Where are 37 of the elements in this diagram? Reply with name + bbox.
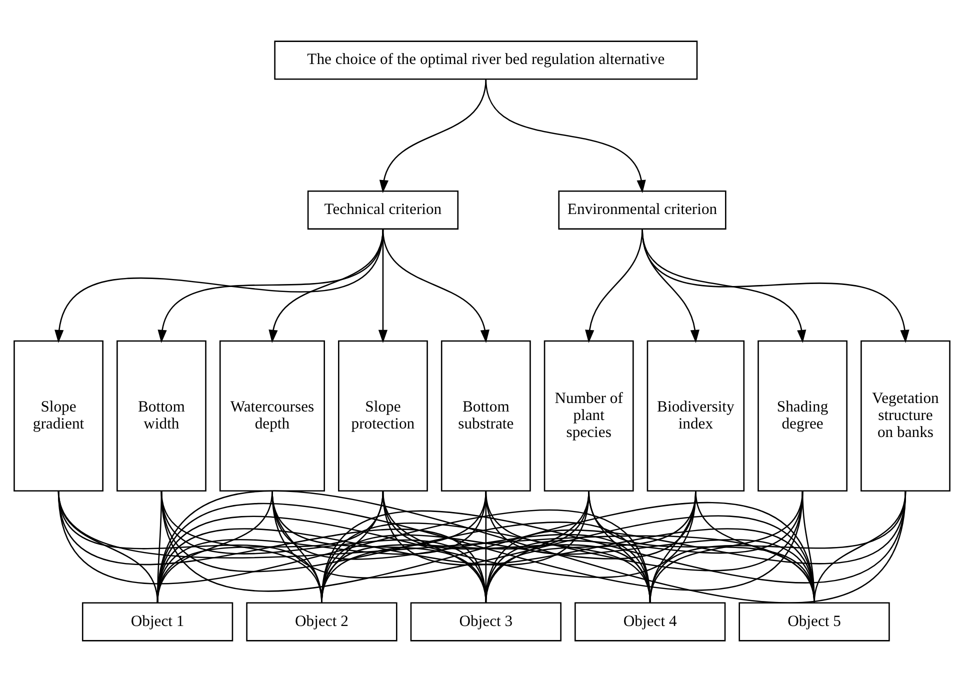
node-box: Watercourses depth bbox=[218, 340, 324, 492]
arrow bbox=[484, 78, 646, 194]
node-box: Object 4 bbox=[574, 602, 726, 642]
connector bbox=[484, 490, 906, 604]
connector bbox=[320, 490, 906, 604]
connector bbox=[57, 490, 650, 604]
connector bbox=[320, 490, 589, 604]
connector bbox=[320, 490, 486, 604]
arrow bbox=[157, 228, 384, 343]
arrow bbox=[54, 228, 384, 343]
node-box: Object 1 bbox=[81, 602, 233, 642]
node-box: The choice of the optimal river bed regulation alternative bbox=[274, 40, 698, 80]
node-box: Technical criterion bbox=[306, 190, 458, 230]
node-box: Object 5 bbox=[738, 602, 890, 642]
connector bbox=[813, 490, 906, 603]
arrow bbox=[382, 228, 489, 343]
connector bbox=[57, 490, 486, 604]
arrow bbox=[641, 228, 909, 343]
connector bbox=[648, 490, 906, 604]
node-box: Slope gradient bbox=[13, 340, 103, 492]
connector bbox=[320, 490, 696, 604]
node-box: Environmental criterion bbox=[558, 190, 726, 230]
node-box: Bottom width bbox=[116, 340, 206, 492]
node-box: Number of plant species bbox=[543, 340, 634, 492]
connector bbox=[382, 490, 650, 604]
connector bbox=[271, 490, 486, 604]
connector bbox=[271, 490, 650, 604]
node-box: Vegetation structure on banks bbox=[860, 340, 950, 492]
arrow bbox=[268, 228, 384, 343]
node-box: Object 2 bbox=[246, 602, 397, 642]
node-box: Bottom substrate bbox=[440, 340, 530, 492]
connector bbox=[156, 490, 384, 604]
node-box: Object 3 bbox=[410, 602, 561, 642]
arrow bbox=[378, 79, 486, 194]
node-box: Biodiversity index bbox=[646, 340, 744, 492]
node-box: Shading degree bbox=[757, 340, 847, 492]
node-box: Slope protection bbox=[338, 340, 428, 492]
